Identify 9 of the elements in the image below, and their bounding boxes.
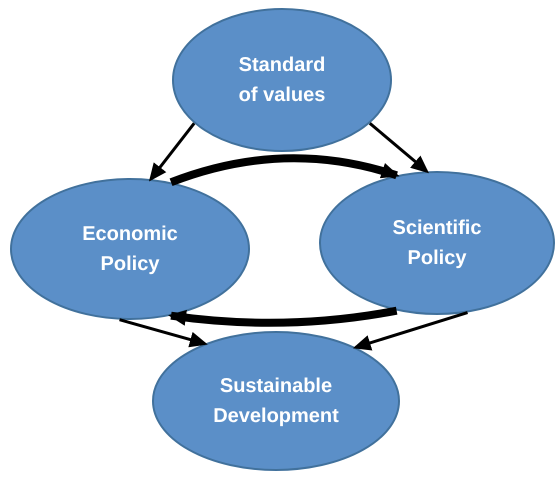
arrow (352, 311, 468, 351)
node-label: Standard of values (238, 53, 326, 108)
arrow (368, 122, 429, 174)
arrow (149, 122, 196, 182)
node-label: Scientific Policy (392, 216, 482, 271)
arrow (119, 318, 208, 348)
arrow (170, 154, 400, 186)
node-label: Economic Policy (81, 222, 179, 277)
node-label: Sustainable Development (212, 374, 340, 429)
